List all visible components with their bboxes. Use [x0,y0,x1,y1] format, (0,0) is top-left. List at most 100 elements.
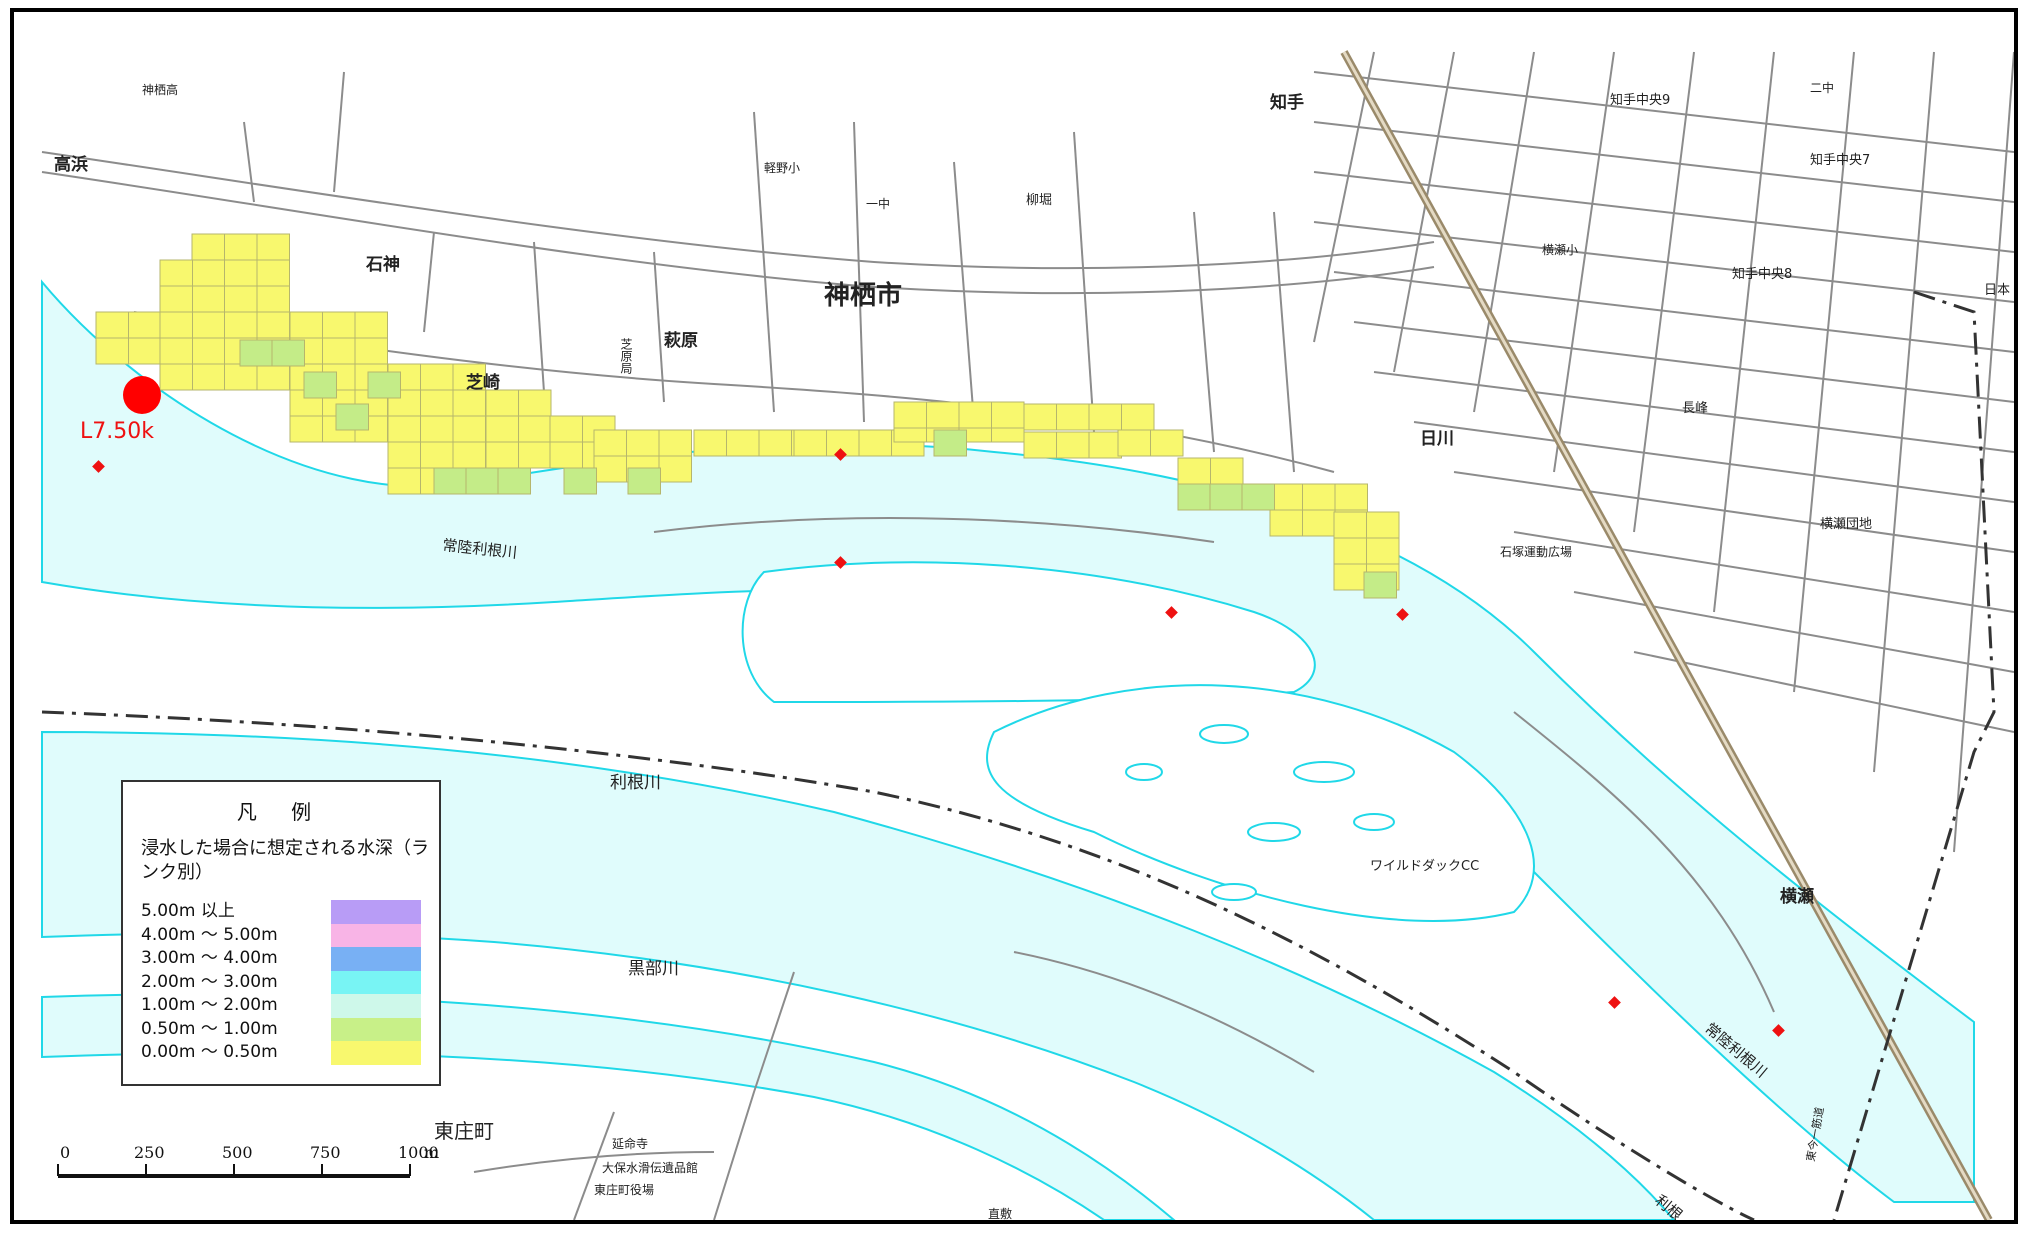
flood-cell-shallow [224,311,258,339]
pond-3 [1247,822,1301,842]
legend-item-label: 2.00m ～ 3.00m [141,971,278,992]
legend-item: 4.00m ～ 5.00m [141,923,421,947]
pond-2 [1293,761,1355,783]
place-label: 一中 [866,196,890,211]
flood-cell-shallow [387,467,421,495]
place-label: 横瀬団地 [1820,517,1872,532]
scale-unit: m [424,1143,439,1162]
legend-swatch [331,994,421,1018]
flood-cell-medium [335,403,369,431]
place-label: 芝原局 [619,337,633,375]
place-label: 利根川 [610,773,661,793]
legend-item-label: 0.00m ～ 0.50m [141,1042,278,1063]
place-label: 知手中央7 [1810,152,1870,168]
flood-cell-medium [1177,483,1211,511]
flood-cell-medium [367,371,401,399]
flood-cell-medium [1209,483,1243,511]
flood-cell-shallow [224,233,258,261]
place-label: ワイルドダックCC [1370,859,1479,874]
place-label: 石塚運動広場 [1500,545,1572,559]
flood-cell-shallow [1023,431,1057,459]
flood-cell-shallow [1117,429,1151,457]
place-label: 大保水滑伝遺品館 [602,1160,698,1175]
pond-5 [1125,763,1163,781]
scale-tick-label: 250 [134,1143,165,1162]
place-label: 柳堀 [1026,193,1052,208]
flood-cell-shallow [858,429,892,457]
flood-cell-medium [1363,571,1397,599]
pond-6 [1211,883,1257,901]
legend-subtitle: 浸水した場合に想定される水深（ランク別） [141,838,429,883]
flood-cell-shallow [289,311,323,339]
flood-cell-shallow [256,259,290,287]
flood-cell-shallow [420,415,454,443]
flood-cell-shallow [518,441,552,469]
flood-cell-shallow [958,401,992,429]
flood-cell-shallow [191,233,225,261]
flood-cell-shallow [191,285,225,313]
legend-swatch [331,947,421,971]
place-label: 横瀬小 [1542,243,1578,257]
flood-cell-shallow [593,455,627,483]
flood-cell-shallow [1333,563,1367,591]
flood-cell-shallow [191,259,225,287]
scale-tick-label: 500 [222,1143,253,1162]
place-label: 二中 [1810,80,1834,95]
flood-cell-shallow [626,429,660,457]
island-golf [986,684,1535,922]
legend-item: 5.00m 以上 [141,900,421,924]
city-grid [1313,51,2014,853]
flood-cell-medium [465,467,499,495]
place-label: 知手中央9 [1610,92,1670,108]
flood-cell-shallow [1366,511,1400,539]
flood-cell-shallow [1302,509,1336,537]
flood-cell-shallow [658,429,692,457]
flood-cell-shallow [420,363,454,391]
flood-map[interactable]: L7.50k 神栖市 高浜 神栖高 石神 芝崎 萩原 芝原局 軽野小 一中 柳堀… [14,12,2014,1220]
flood-cell-shallow [256,233,290,261]
place-label: 軽野小 [764,161,800,175]
flood-cell-shallow [95,337,129,365]
breach-point-marker[interactable] [123,376,161,414]
legend-item: 0.50m ～ 1.00m [141,1017,421,1041]
place-label: 東庄町 [434,1119,494,1143]
flood-cell-shallow [1088,403,1122,431]
flood-cell-shallow [224,259,258,287]
marker-diamond [1608,996,1621,1009]
flood-cell-shallow [452,441,486,469]
flood-cell-medium [303,371,337,399]
flood-cell-shallow [354,311,388,339]
flood-cell-shallow [289,415,323,443]
flood-cell-shallow [159,259,193,287]
place-label: 延命寺 [612,1136,648,1151]
flood-cell-shallow [1088,431,1122,459]
flood-cell-shallow [549,415,583,443]
place-label: 神栖高 [142,82,178,97]
legend-swatch [331,970,421,994]
flood-cell-shallow [354,337,388,365]
flood-cell-shallow [1177,457,1211,485]
flood-cell-shallow [159,337,193,365]
place-label: 横瀬 [1780,886,1814,907]
flood-cell-shallow [1366,537,1400,565]
pond-1 [1199,724,1249,744]
place-label: 石神 [365,254,400,275]
flood-cell-shallow [191,311,225,339]
legend-item-label: 1.00m ～ 2.00m [141,995,278,1016]
flood-cell-shallow [518,389,552,417]
flood-cell-shallow [758,429,792,457]
place-label: 芝崎 [466,372,500,393]
flood-cell-medium [563,467,597,495]
flood-cell-shallow [387,441,421,469]
pond-4 [1353,813,1395,831]
flood-cell-shallow [191,337,225,365]
legend-title: 凡 例 [236,800,326,824]
legend-swatch [331,1017,421,1041]
flood-cell-shallow [224,363,258,391]
flood-cell-shallow [452,415,486,443]
flood-cell-medium [239,339,273,367]
place-label: 日本 [1984,283,2010,298]
flood-cell-shallow [159,311,193,339]
flood-cell-shallow [485,415,519,443]
